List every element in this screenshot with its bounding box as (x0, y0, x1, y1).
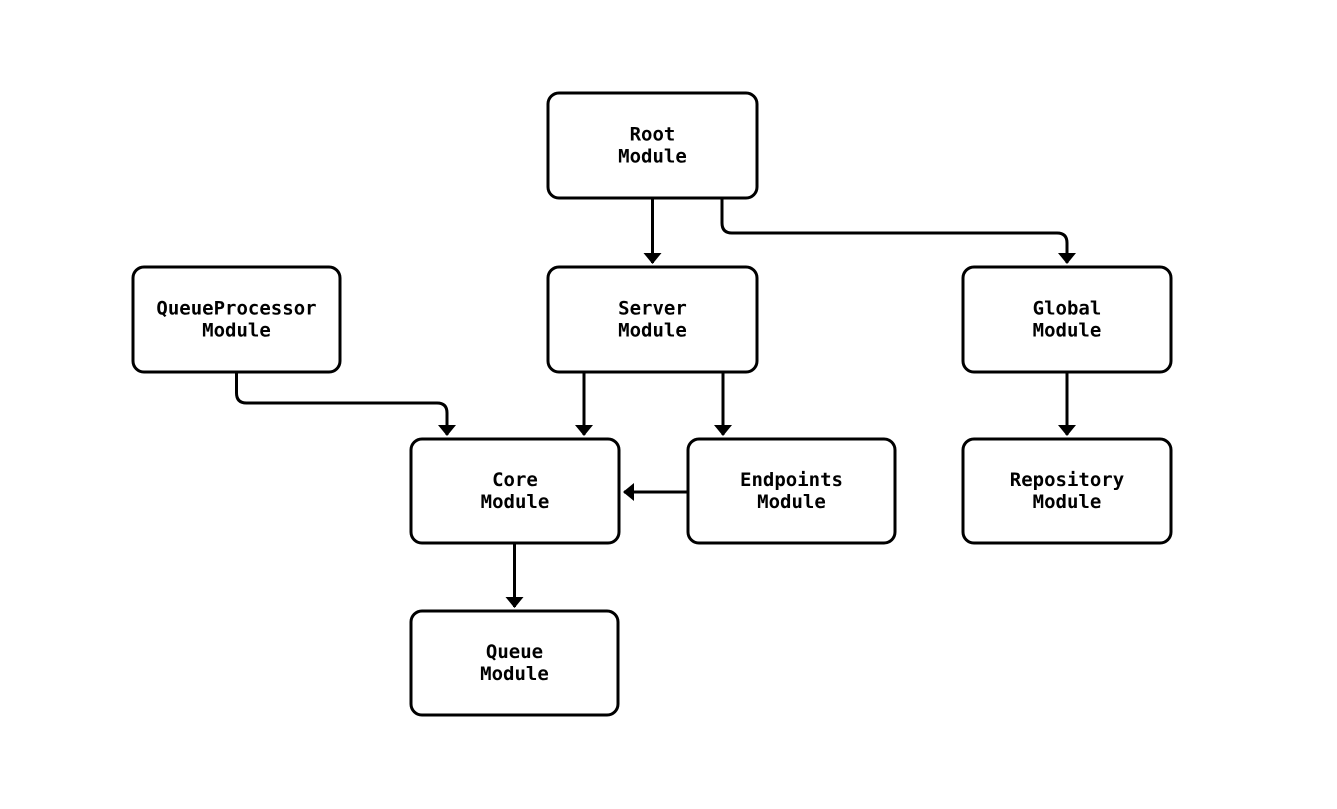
node-endpoints-label-line1: Endpoints (740, 469, 843, 491)
node-root-label-line1: Root (630, 124, 676, 146)
edge-root-to-global (720, 198, 1076, 264)
node-endpoints-box (686, 437, 897, 545)
node-server-label-line2: Module (618, 320, 687, 342)
node-server-label-line1: Server (618, 298, 687, 320)
node-endpoints-module: Endpoints Module (686, 437, 897, 545)
node-core-label-line2: Module (481, 491, 550, 513)
node-queue-label-line1: Queue (486, 641, 543, 663)
node-core-box (409, 437, 621, 545)
node-queueprocessor-label-line2: Module (202, 320, 271, 342)
node-repository-label-line1: Repository (1010, 469, 1124, 491)
edges (235, 198, 1076, 608)
node-root-box (546, 91, 759, 200)
node-queueprocessor-label-line1: QueueProcessor (156, 298, 316, 320)
node-queueprocessor-module: QueueProcessor Module (131, 265, 342, 374)
node-global-module: Global Module (961, 265, 1173, 374)
node-server-module: Server Module (546, 265, 759, 374)
edge-queueprocessor-to-core (235, 372, 456, 436)
node-core-label-line1: Core (492, 469, 538, 491)
node-global-label-line2: Module (1033, 320, 1102, 342)
node-endpoints-label-line2: Module (757, 491, 826, 513)
node-global-label-line1: Global (1033, 298, 1102, 320)
node-server-box (546, 265, 759, 374)
node-queue-box (409, 609, 620, 717)
node-repository-box (961, 437, 1173, 545)
node-global-box (961, 265, 1173, 374)
node-root-label-line2: Module (618, 146, 687, 168)
node-core-module: Core Module (409, 437, 621, 545)
node-repository-module: Repository Module (961, 437, 1173, 545)
node-queueprocessor-box (131, 265, 342, 374)
node-repository-label-line2: Module (1033, 491, 1102, 513)
node-root-module: Root Module (546, 91, 759, 200)
node-queue-module: Queue Module (409, 609, 620, 717)
node-queue-label-line2: Module (480, 663, 549, 685)
